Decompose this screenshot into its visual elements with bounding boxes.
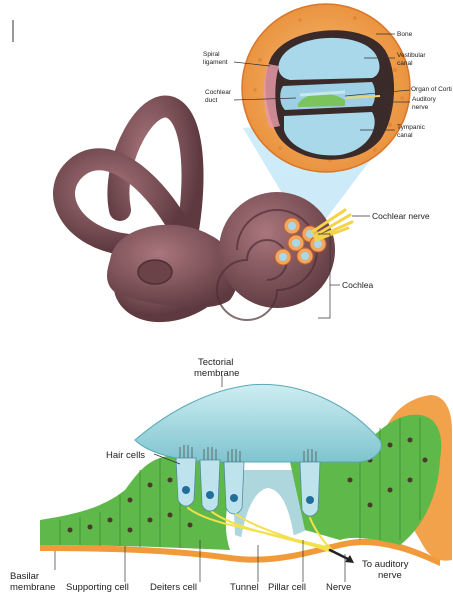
cochlear-nerve-label: Cochlear nerve xyxy=(372,211,430,221)
deiters-cell-label: Deiters cell xyxy=(150,582,197,593)
spiral-ligament-label-1: Spiral xyxy=(203,51,220,58)
cochlear-duct-label-1: Cochlear xyxy=(205,89,232,96)
auditory-nerve-label-2: nerve xyxy=(412,104,429,111)
basilar-membrane-label-1: Basilar xyxy=(10,571,39,582)
organ-of-corti-label: Organ of Corti xyxy=(411,86,452,93)
tectorial-membrane-label-2: membrane xyxy=(194,368,239,379)
vestibule xyxy=(107,225,238,308)
nerve-label: Nerve xyxy=(326,582,351,593)
basilar-membrane-label-2: membrane xyxy=(10,582,55,593)
organ-of-corti-detail: Tectorial membrane Hair cells Basilar me… xyxy=(10,357,452,593)
supporting-cell-label: Supporting cell xyxy=(66,582,129,593)
tympanic-canal-label-2: canal xyxy=(397,132,413,139)
auditory-nerve-label-1: Auditory xyxy=(412,96,437,103)
pillar-cell-label: Pillar cell xyxy=(268,582,306,593)
tunnel-label: Tunnel xyxy=(230,582,259,593)
oval-window xyxy=(138,260,172,284)
tectorial-membrane-label-1: Tectorial xyxy=(198,357,233,368)
to-auditory-nerve-label-2: nerve xyxy=(378,570,402,581)
spiral-ligament-label-2: ligament xyxy=(203,59,228,66)
cochlear-duct-label-2: duct xyxy=(205,97,217,104)
cochlea-label: Cochlea xyxy=(342,280,373,290)
cochlea-cross-section: Bone Vestibular canal Spiral ligament Or… xyxy=(203,4,452,172)
bone-label: Bone xyxy=(397,31,413,38)
tectorial-membrane xyxy=(135,384,381,462)
vestibular-canal-label-1: Vestibular xyxy=(397,52,426,59)
auditory-nerve-arrow xyxy=(330,550,350,560)
tympanic-canal-label-1: Tympanic xyxy=(397,124,426,131)
hair-cells-label: Hair cells xyxy=(106,450,145,461)
vestibular-canal-label-2: canal xyxy=(397,60,413,67)
to-auditory-nerve-label-1: To auditory xyxy=(362,559,409,570)
